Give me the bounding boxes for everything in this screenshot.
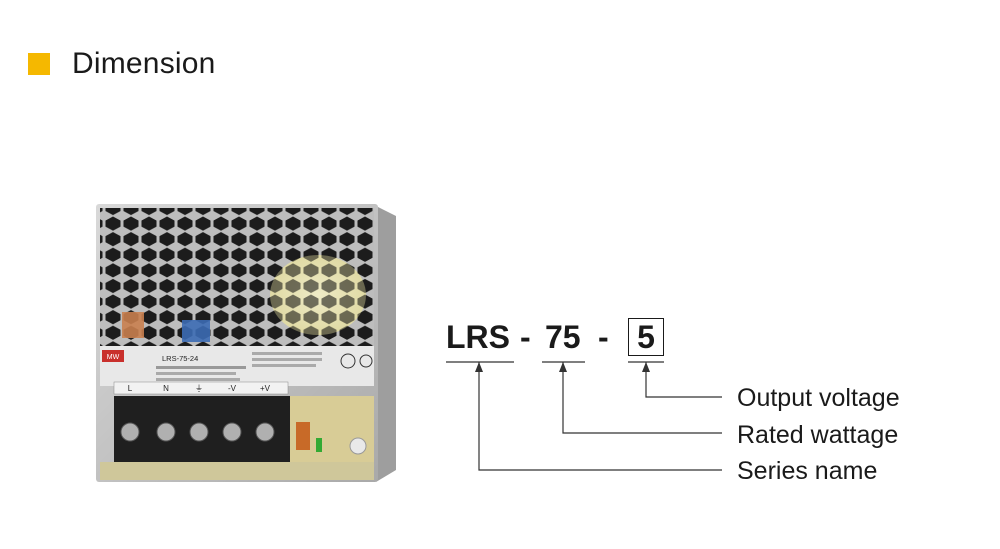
label-model: LRS-75-24 [162,354,198,363]
terminal-label: L [128,384,133,393]
code-wattage: 75 [545,319,581,355]
section-header: Dimension [28,44,216,84]
terminal-label: N [163,384,169,393]
legend-rated-wattage: Rated wattage [737,421,899,449]
code-separator: - [520,319,531,355]
power-supply-image: MW LRS-75-24 L N ⏚ -V +V [96,204,396,482]
legend-output-voltage: Output voltage [737,384,900,412]
terminal-label: -V [228,384,237,393]
arrow-icon [559,362,567,372]
arrow-icon [475,362,483,372]
legend-series-name: Series name [737,457,878,485]
code-series: LRS [446,319,510,355]
code-voltage-box: 5 [628,318,664,356]
code-separator: - [598,319,609,355]
series-leader [478,362,722,471]
terminal-label: ⏚ [195,384,203,393]
terminal-label: +V [260,384,271,393]
arrow-icon [642,362,650,372]
wattage-leader [562,362,722,434]
brand-logo: MW [107,354,120,361]
section-marker-icon [28,53,50,75]
section-title: Dimension [72,47,216,80]
voltage-leader [645,362,722,398]
